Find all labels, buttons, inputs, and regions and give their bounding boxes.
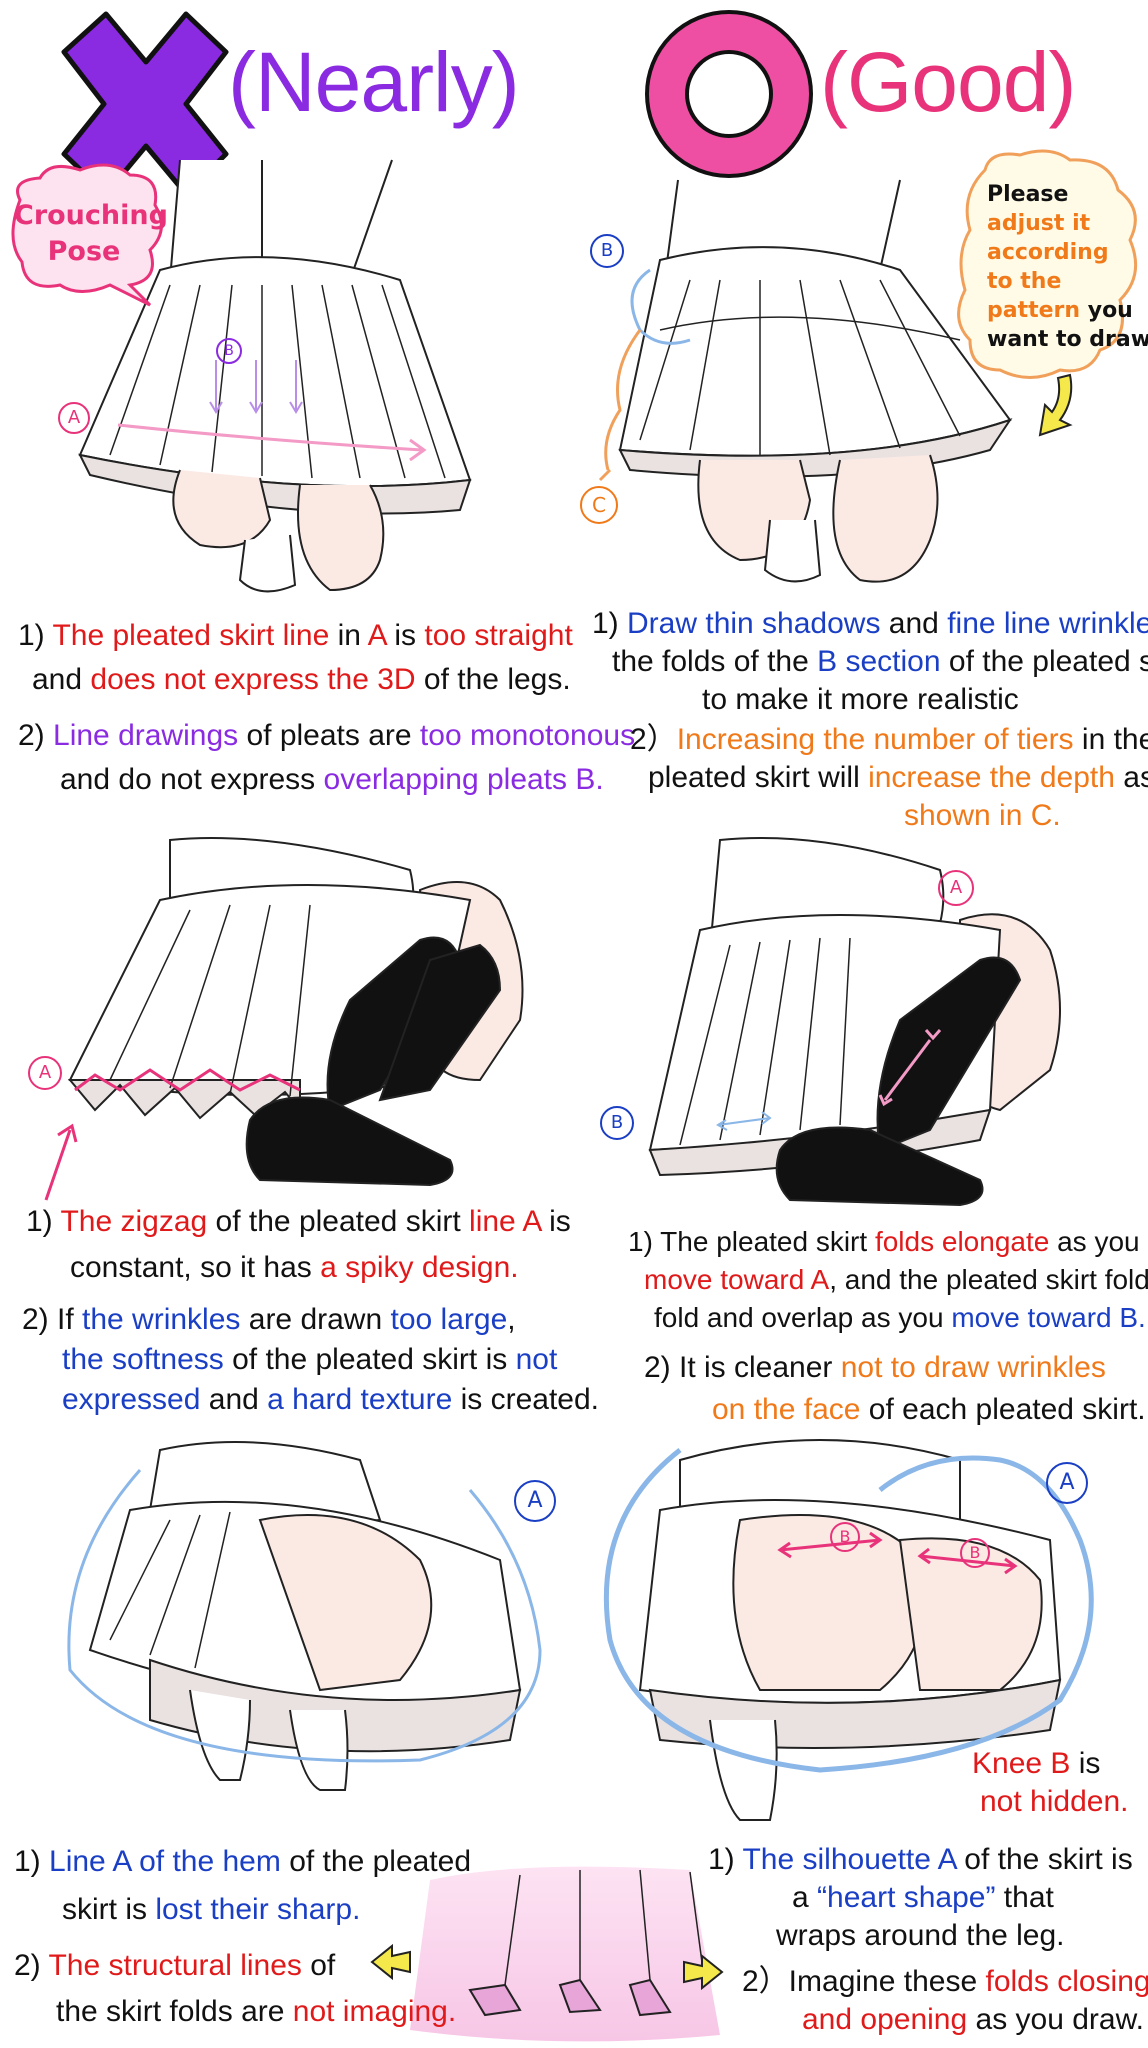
s3-right-line-1: 1) The silhouette A of the skirt is bbox=[708, 1843, 1133, 1876]
label-a-3-left: A bbox=[514, 1480, 556, 1522]
s1-right-line-5: pleated skirt will increase the depth as bbox=[648, 761, 1148, 794]
label-a-3-right: A bbox=[1046, 1462, 1088, 1504]
label-a-2-right: A bbox=[938, 870, 974, 906]
s2-right-line-2: move toward A, and the pleated skirt fol… bbox=[644, 1264, 1148, 1295]
label-a-2-left: A bbox=[28, 1056, 62, 1090]
skirt-fold-sample bbox=[410, 1866, 720, 2042]
s2-left-line-4: the softness of the pleated skirt is not bbox=[62, 1343, 558, 1376]
s2-right-line-3: fold and overlap as you move toward B. bbox=[654, 1302, 1146, 1333]
s2-right-line-4: 2) It is cleaner not to draw wrinkles bbox=[644, 1351, 1106, 1384]
label-c-1-right: C bbox=[580, 486, 618, 524]
crouching-line-1: Crouching bbox=[14, 200, 168, 231]
s2-right-line-1: 1) The pleated skirt folds elongate as y… bbox=[628, 1226, 1140, 1257]
please-adjust-text: Please adjust it according to the patter… bbox=[987, 180, 1148, 354]
s3-right-line-4: 2）Imagine these folds closing bbox=[742, 1965, 1148, 1998]
skirt-drawing-3-good bbox=[603, 1439, 1094, 1821]
skirt-drawing-2-bad bbox=[44, 837, 524, 1201]
s1-left-line-1: 1) The pleated skirt line in A is too st… bbox=[18, 619, 573, 652]
s3-left-line-2: skirt is lost their sharp. bbox=[62, 1893, 361, 1926]
crouching-pose-text: Crouching Pose bbox=[14, 198, 168, 270]
s3-right-knee-1: Knee B is bbox=[972, 1747, 1101, 1780]
s3-right-line-3: wraps around the leg. bbox=[776, 1919, 1065, 1952]
skirt-drawing-1-good bbox=[598, 179, 1013, 583]
label-a-1-left: A bbox=[58, 402, 90, 434]
crouching-line-2: Pose bbox=[47, 236, 121, 267]
good-title: (Good) bbox=[820, 35, 1076, 129]
s1-left-line-3: 2) Line drawings of pleats are too monot… bbox=[18, 719, 636, 752]
s1-right-line-3: to make it more realistic bbox=[702, 683, 1019, 716]
please-line-6: want to draw bbox=[987, 327, 1148, 352]
s1-left-line-2: and does not express the 3D of the legs. bbox=[32, 663, 571, 696]
label-b-1-left: B bbox=[216, 338, 242, 364]
label-b-2-right: B bbox=[600, 1106, 634, 1140]
please-line-4: to the bbox=[987, 269, 1062, 294]
crouching-pose-bubble bbox=[11, 163, 163, 307]
skirt-drawing-1-bad bbox=[78, 159, 472, 593]
s2-left-line-5: expressed and a hard texture is created. bbox=[62, 1383, 600, 1416]
nearly-title: (Nearly) bbox=[228, 35, 520, 129]
s1-left-line-4: and do not express overlapping pleats B. bbox=[60, 763, 604, 796]
s1-right-line-4: 2）Increasing the number of tiers in the bbox=[630, 723, 1148, 756]
label-b-3-right-1: B bbox=[830, 1522, 860, 1552]
label-b-1-right: B bbox=[590, 234, 624, 268]
label-b-3-right-2: B bbox=[960, 1538, 990, 1568]
s1-right-line-6: shown in C. bbox=[904, 799, 1061, 832]
right-yellow-arrow-icon bbox=[683, 1953, 724, 1991]
left-yellow-arrow-icon bbox=[370, 1943, 411, 1981]
s2-left-line-2: constant, so it has a spiky design. bbox=[70, 1251, 519, 1284]
please-line-5a: pattern bbox=[987, 298, 1081, 323]
please-bubble bbox=[957, 149, 1138, 379]
s3-left-line-1: 1) Line A of the hem of the pleated bbox=[14, 1845, 472, 1878]
s1-right-line-1: 1) Draw thin shadows and fine line wrink… bbox=[592, 607, 1148, 640]
s3-left-line-3: 2) The structural lines of bbox=[14, 1949, 336, 1982]
s3-left-line-4: the skirt folds are not imaging. bbox=[56, 1995, 457, 2028]
s3-right-line-5: and opening as you draw. bbox=[802, 2003, 1144, 2036]
s3-right-line-2: a “heart shape” that bbox=[792, 1881, 1054, 1914]
s2-left-line-1: 1) The zigzag of the pleated skirt line … bbox=[26, 1205, 571, 1238]
skirt-drawing-2-good bbox=[648, 837, 1061, 1207]
circle-mark-icon bbox=[645, 10, 813, 178]
s3-right-knee-2: not hidden. bbox=[980, 1785, 1129, 1818]
s2-right-line-5: on the face of each pleated skirt. bbox=[712, 1393, 1146, 1426]
please-line-5b: you bbox=[1080, 298, 1133, 323]
x-mark-icon bbox=[61, 11, 229, 197]
yellow-arrow-icon bbox=[1038, 373, 1073, 437]
s1-right-line-2: the folds of the B section of the pleate… bbox=[612, 645, 1148, 678]
please-line-3: according bbox=[987, 240, 1109, 265]
s2-left-line-3: 2) If the wrinkles are drawn too large, bbox=[22, 1303, 516, 1336]
please-line-1: Please bbox=[987, 182, 1069, 207]
please-line-2: adjust it bbox=[987, 211, 1091, 236]
skirt-drawing-3-bad bbox=[67, 1441, 542, 1791]
